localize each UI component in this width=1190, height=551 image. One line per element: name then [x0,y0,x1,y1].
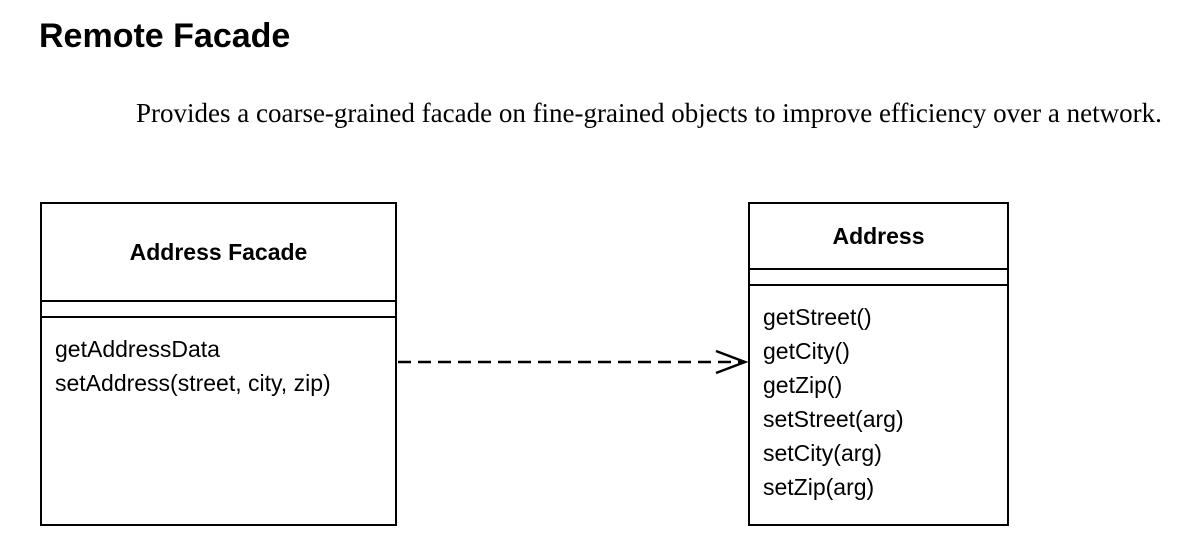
class-name: Address [832,222,925,249]
attributes-compartment [42,300,395,318]
address-class: Address getStreet() getCity() getZip() s… [748,202,1009,526]
page-title: Remote Facade [39,17,291,55]
operation: setZip(arg) [763,474,875,500]
operations-compartment: getStreet() getCity() getZip() setStreet… [750,286,1007,504]
operations-compartment: getAddressData setAddress(street, city, … [42,318,395,400]
arrowhead [715,349,749,375]
operation: getAddressData [55,336,220,362]
operation: getCity() [763,338,850,364]
class-name: Address Facade [129,238,308,265]
operation: setAddress(street, city, zip) [55,370,331,396]
attributes-compartment [750,268,1007,286]
operation: setCity(arg) [763,440,882,466]
operation: getZip() [763,372,843,398]
pattern-description: Provides a coarse-grained facade on fine… [136,98,1162,128]
operation: getStreet() [763,304,872,330]
operation: setStreet(arg) [763,406,904,432]
address-facade-class: Address Facade getAddressData setAddress… [40,202,397,526]
